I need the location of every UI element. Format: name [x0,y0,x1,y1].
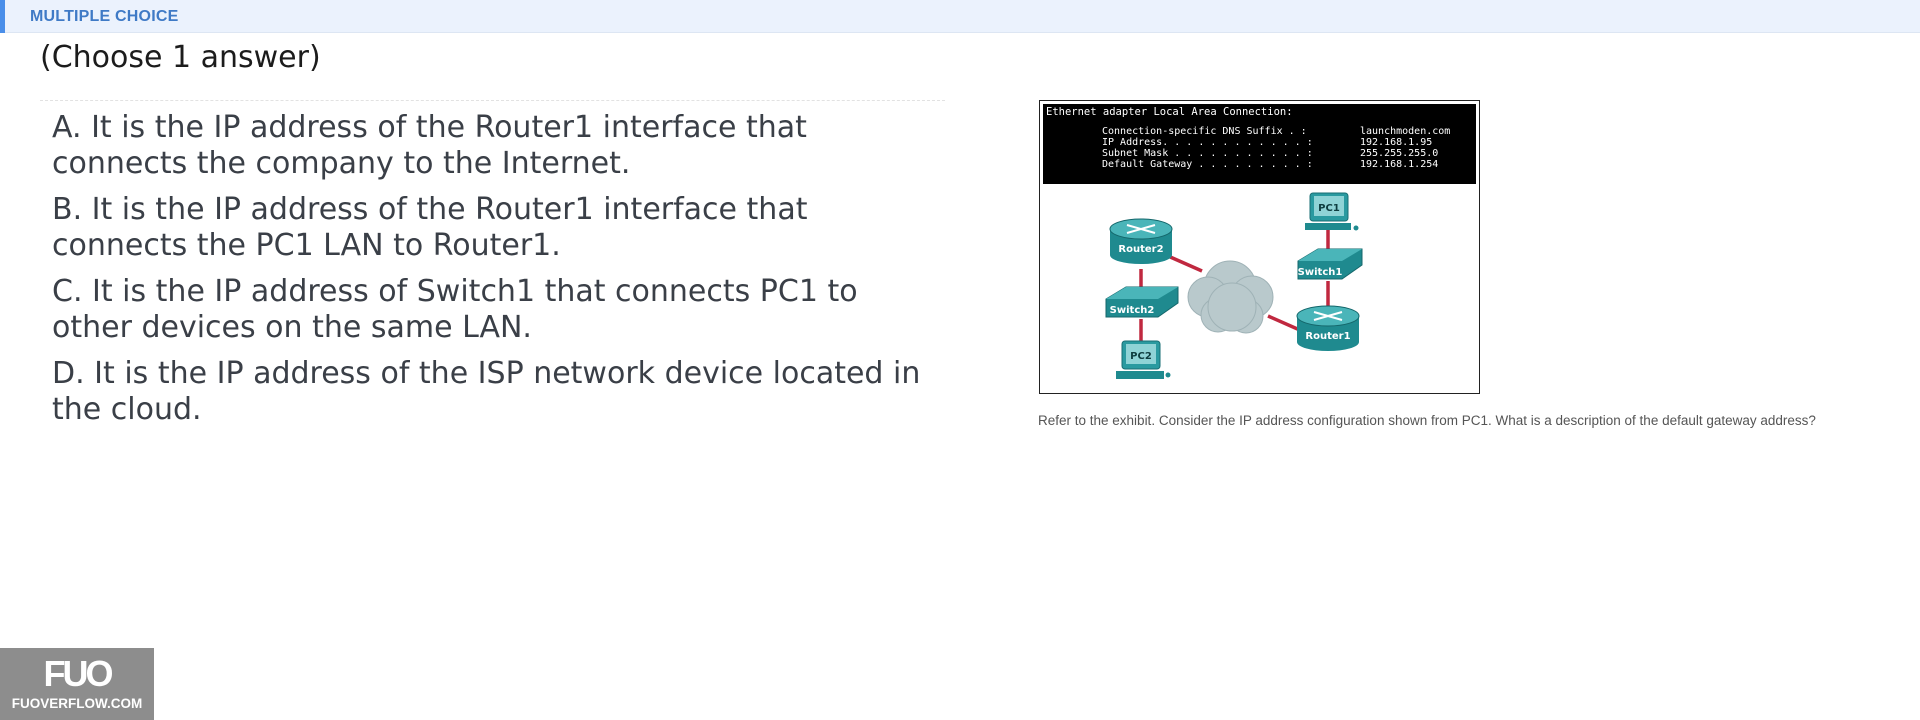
router2-icon: Router2 [1109,218,1173,264]
terminal-window [1043,104,1476,184]
question-prompt: Refer to the exhibit. Consider the IP ad… [1038,413,1816,428]
option-b[interactable]: B. It is the IP address of the Router1 i… [52,192,808,263]
option-c[interactable]: C. It is the IP address of Switch1 that … [52,274,858,345]
answer-options: A. It is the IP address of the Router1 i… [52,110,942,438]
pc2-icon: PC2 [1116,340,1171,379]
pc1-icon: PC1 [1305,192,1359,231]
switch2-icon: Switch2 [1105,286,1179,318]
terminal-line-label: Default Gateway . . . . . . . . . : [1102,159,1313,170]
option-a[interactable]: A. It is the IP address of the Router1 i… [52,110,807,181]
exhibit-image: Ethernet adapter Local Area Connection: … [1039,100,1480,394]
pc2-label: PC2 [1130,351,1152,362]
router1-icon: Router1 [1296,305,1360,351]
terminal-line-value: 192.168.1.254 [1360,159,1438,170]
divider [40,100,945,101]
network-exhibit-svg: Ethernet adapter Local Area Connection: … [1043,104,1476,379]
router1-label: Router1 [1305,331,1350,342]
internet-cloud-icon [1187,260,1274,334]
logo-site-text: FUOVERFLOW.COM [11,696,143,711]
switch2-label: Switch2 [1110,305,1155,316]
site-logo: FUO FUOVERFLOW.COM [0,648,154,720]
link-router2-cloud [1167,254,1203,273]
link-cloud-router1 [1267,314,1303,333]
router2-label: Router2 [1118,244,1163,255]
header-accent-bar [0,0,5,33]
terminal-title: Ethernet adapter Local Area Connection: [1046,106,1293,118]
logo-mark: FUO [43,653,114,694]
question-type-label: MULTIPLE CHOICE [30,8,179,25]
terminal-line-label: Subnet Mask . . . . . . . . . . . : [1102,148,1313,159]
question-type-header: MULTIPLE CHOICE [0,0,1920,33]
switch1-icon: Switch1 [1297,248,1363,280]
switch1-label: Switch1 [1298,267,1343,278]
terminal-line-value: 192.168.1.95 [1360,137,1432,148]
answer-instruction: (Choose 1 answer) [40,40,321,75]
pc1-label: PC1 [1318,203,1340,214]
terminal-line-label: IP Address. . . . . . . . . . . . : [1102,137,1313,148]
terminal-line-value: launchmoden.com [1360,126,1450,137]
terminal-line-label: Connection-specific DNS Suffix . : [1102,126,1307,137]
terminal-line-value: 255.255.255.0 [1360,148,1438,159]
option-d[interactable]: D. It is the IP address of the ISP netwo… [52,356,921,427]
